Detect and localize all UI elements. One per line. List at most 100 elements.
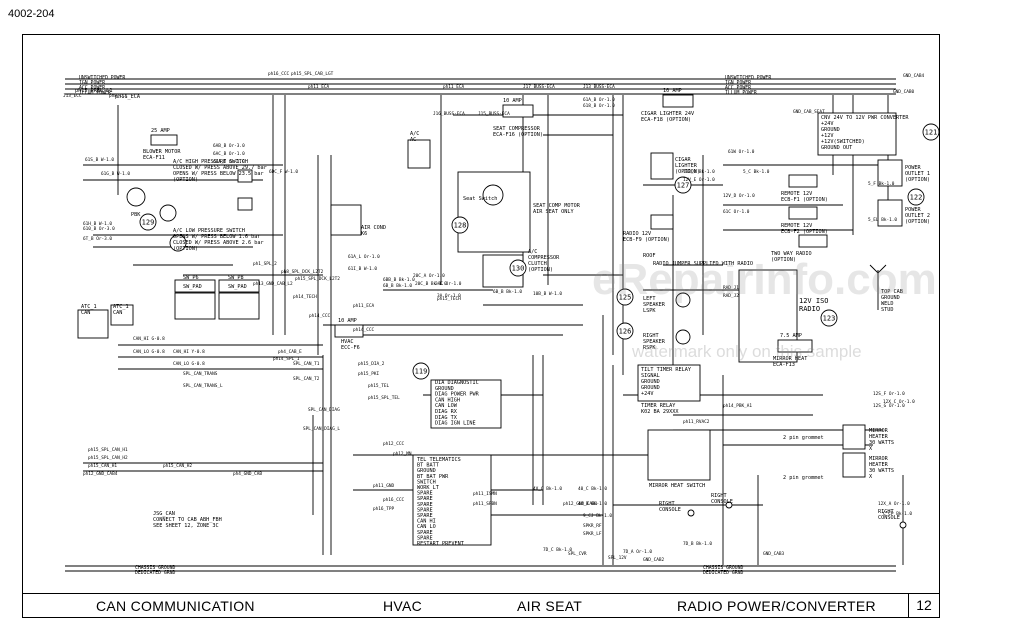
ac-low-pressure-label: (OPTION) bbox=[173, 246, 198, 252]
wire-label: GND_CAB3 bbox=[763, 551, 785, 557]
ac-low-pressure-label: CLOSED W/ PRESS ABOVE 2.6 bar bbox=[173, 240, 264, 246]
tel-telematics-label: SPARE bbox=[417, 513, 433, 519]
callout-circle bbox=[907, 188, 925, 206]
section-radio-power-converter: RADIO POWER/CONVERTER bbox=[677, 598, 876, 614]
tel-telematics-label: GROUND bbox=[417, 468, 436, 474]
wire-label: 12S_F Or-1.0 bbox=[873, 391, 905, 397]
seat-motor-label: SEAT COMP MOTOR bbox=[533, 203, 581, 209]
sw-pad-label: SW_PAD bbox=[228, 284, 247, 290]
wire-label: 10B_B W-1.0 bbox=[533, 291, 562, 297]
converter-label: +12V(SWITCHED) bbox=[821, 139, 865, 145]
wire-label: ph12_GND_CAB4 bbox=[83, 471, 118, 477]
callout-circle bbox=[139, 213, 157, 231]
cigar-lighter-fuse bbox=[662, 94, 694, 108]
wire-label: CAN_HI G-0.8 bbox=[133, 336, 165, 342]
sw-pad-box-1 bbox=[174, 279, 216, 293]
wire-label: 7D_B Bk-1.0 bbox=[683, 541, 712, 547]
wire-label: RAD_J1 bbox=[723, 285, 739, 291]
tel-telematics-label: CAN HI bbox=[417, 519, 436, 525]
antenna-label: TOP CAB bbox=[881, 289, 903, 295]
ground-bus-label-right: DEDICATED GRND bbox=[703, 570, 744, 576]
remote-12v-2-label: ECB-F2 (OPTION) bbox=[781, 229, 828, 235]
wire-label: SPL_CVR bbox=[568, 551, 587, 557]
wire-label: ph11_ECA bbox=[353, 303, 375, 309]
cigar-lighter-unit-label: (OPTION) bbox=[675, 169, 700, 175]
jsg-note-label: SEE SHEET 12, ZONE 3C bbox=[153, 523, 219, 529]
wire-label: 12X_A Or-1.0 bbox=[878, 501, 910, 507]
ground-terminal bbox=[725, 501, 733, 509]
hvac-connector-1 bbox=[237, 169, 253, 183]
antenna-label: GROUND bbox=[881, 295, 900, 301]
pin-grommet-label: 2 pin grommet bbox=[783, 435, 824, 441]
right-console-label: RIGHT bbox=[659, 501, 675, 507]
power-rail-label-right: ILLUM POWER bbox=[725, 90, 757, 96]
callout-circle bbox=[820, 309, 838, 327]
seat-switch-label: Seat Switch bbox=[463, 196, 497, 202]
power-rail-label-left: UNSWITCHED POWER bbox=[79, 75, 125, 81]
tilt-timer-relay-label: GROUND bbox=[641, 379, 660, 385]
blower-motor-tag: PBK bbox=[131, 212, 141, 218]
mirror-heat-fuse-label: ECA-F13 bbox=[773, 362, 795, 368]
radio-label: RADIO bbox=[799, 305, 820, 313]
wire-label: ph14_SPL_1 bbox=[273, 356, 300, 362]
wire-label: ph14_PBK_A1 bbox=[723, 403, 752, 409]
two-way-radio-label: (OPTION) bbox=[771, 257, 796, 263]
wire-label: 12V_E Or-1.0 bbox=[683, 177, 715, 183]
right-console-label: CONSOLE bbox=[878, 515, 900, 521]
wire-label: ph15_PKI bbox=[358, 371, 380, 377]
cigar-lighter-unit bbox=[650, 152, 674, 180]
sw-pad-box-3 bbox=[174, 292, 216, 320]
wire-label: 61A_L Or-1.0 bbox=[348, 254, 380, 260]
wire-label: ph15_PRBL_L1 bbox=[75, 88, 112, 94]
high-pressure-switch-symbol bbox=[159, 204, 177, 222]
power-rail-label-right: UNSWITCHED POWER bbox=[725, 75, 771, 81]
power-outlet-1-box bbox=[877, 159, 903, 187]
seat-motor-label: AIR SEAT ONLY bbox=[533, 209, 574, 215]
tel-telematics-label: SPARE bbox=[417, 496, 433, 502]
section-hvac: HVAC bbox=[383, 598, 423, 614]
wire-label: ph14_TECH bbox=[293, 294, 317, 300]
tilt-timer-relay-box bbox=[637, 364, 701, 402]
section-can-communication: CAN COMMUNICATION bbox=[96, 598, 255, 614]
wire-label: 6EA_F Or-1.0 bbox=[213, 159, 245, 165]
roof-label: ROOF bbox=[643, 253, 656, 259]
hvac-fuse-label: HVAC bbox=[341, 339, 354, 345]
tilt-timer-relay-label: TILT TIMER RELAY bbox=[641, 367, 692, 373]
wire-label: 40_C Bk-1.0 bbox=[578, 486, 607, 492]
wire-label: ph12_GND_CAB1 bbox=[563, 501, 598, 507]
tilt-timer-relay-label: +24V bbox=[641, 391, 654, 397]
wire-label: 6AC_B Or-1.0 bbox=[213, 151, 245, 157]
ac-high-pressure-label: OPENS W/ PRESS BELOW 23.5 bar bbox=[173, 171, 264, 177]
cigar-lighter-label: ECA-F18 (OPTION) bbox=[641, 117, 691, 123]
ground-terminal bbox=[687, 509, 695, 517]
wire-label: 5_EL Bk-1.0 bbox=[868, 217, 897, 223]
wire-label: CAN_HI Y-0.8 bbox=[173, 349, 205, 355]
tel-telematics-label: BT BATT bbox=[417, 463, 439, 469]
wire-label: SPL_CAN_DIAG bbox=[308, 407, 340, 413]
remote-12v-1-label: REMOTE 12V bbox=[781, 191, 812, 197]
wire-label: J13_ECC bbox=[63, 93, 82, 99]
ac-high-pressure-label: CLOSED W/ PRESS ABOVE 29.7 bar bbox=[173, 165, 267, 171]
wire-label: ph11_RVAC2 bbox=[683, 419, 710, 425]
wire-label: 6B_B Bk-1.0 bbox=[383, 283, 412, 289]
can-module-label: ATC_1 bbox=[113, 304, 129, 310]
sw-pad-label: SW_P6 bbox=[183, 275, 199, 281]
dia-diagnostic-label: DIAG POWER PWR bbox=[435, 392, 480, 398]
mirror-heat-switch-box bbox=[647, 429, 711, 481]
wire-label: J13_BUSS-ECA bbox=[583, 84, 615, 90]
wire-label: GND_CAB4 bbox=[903, 73, 925, 79]
blower-motor-label: ECA-F11 bbox=[143, 155, 165, 161]
sw-pad-label: SW_P8 bbox=[228, 275, 244, 281]
power-outlet-1-label: OUTLET 1 bbox=[905, 171, 930, 177]
blower-motor-symbol bbox=[126, 187, 146, 207]
ac-clutch-label: A/C bbox=[528, 249, 537, 255]
callout-number: 119 bbox=[415, 368, 428, 376]
wire-label: ph11_ECA bbox=[115, 94, 141, 100]
right-console-label: RIGHT bbox=[711, 493, 727, 499]
seat-motor-symbol bbox=[482, 184, 504, 206]
wire-label: SPKR_RF bbox=[583, 523, 602, 529]
wire-label: 2AC Or-1.0 bbox=[435, 281, 462, 287]
wire-label: SPL_CAN_TRANS_L bbox=[183, 383, 223, 389]
right-speaker-label: RIGHT bbox=[643, 333, 659, 339]
